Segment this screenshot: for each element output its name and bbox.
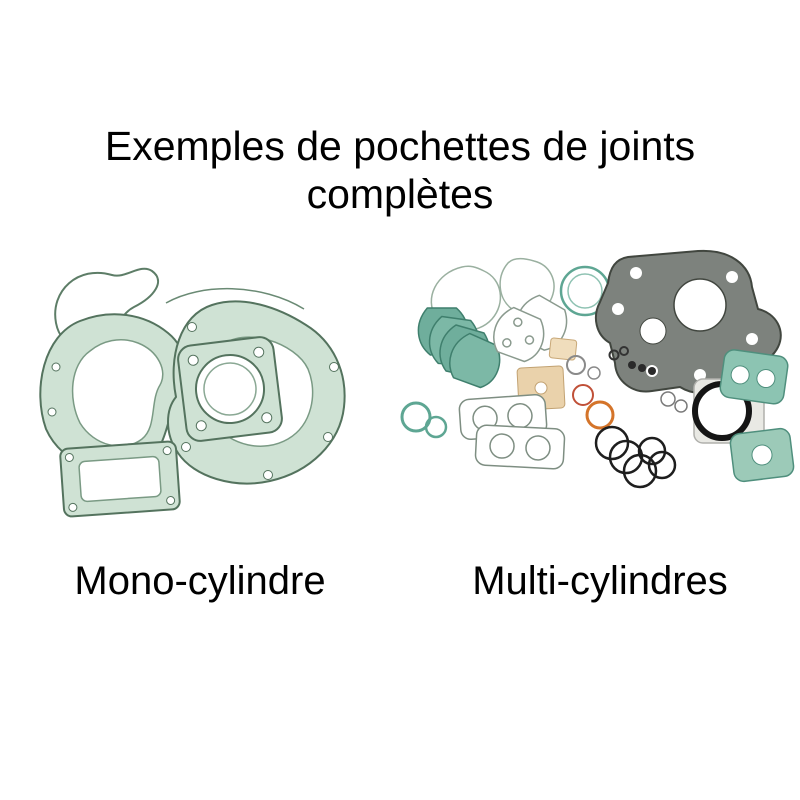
page-title-line-2: complètes — [306, 171, 494, 218]
side-cover-gaskets — [719, 348, 795, 482]
small-o-rings — [566, 345, 688, 430]
mono-cylinder-gasket-illustration — [39, 267, 346, 518]
o-ring-stack — [594, 425, 677, 488]
clutch-cover-gasket — [39, 313, 188, 476]
reed-block-gasket — [59, 440, 181, 518]
mono-cylinder-label: Mono-cylindre — [74, 558, 326, 603]
shield-gaskets — [493, 294, 568, 363]
page-title-line-1: Exemples de pochettes de joints — [104, 123, 696, 169]
head-gasket — [177, 335, 283, 442]
multi-cylinder-gasket-illustration — [400, 249, 795, 488]
intake-rings — [400, 401, 448, 438]
reed-gasket-fan — [417, 307, 501, 389]
figure-labels: Mono-cylindre Multi-cylindres — [0, 559, 800, 604]
base-gaskets — [458, 393, 566, 470]
multi-cylinder-label: Multi-cylindres — [472, 558, 728, 603]
gasket-figures — [0, 245, 800, 541]
grommets — [628, 360, 656, 375]
page-title: Exemples de pochettes de joints complète… — [0, 0, 800, 219]
mono-cylinder-figure — [0, 245, 400, 541]
multi-cylinder-figure — [400, 245, 800, 541]
